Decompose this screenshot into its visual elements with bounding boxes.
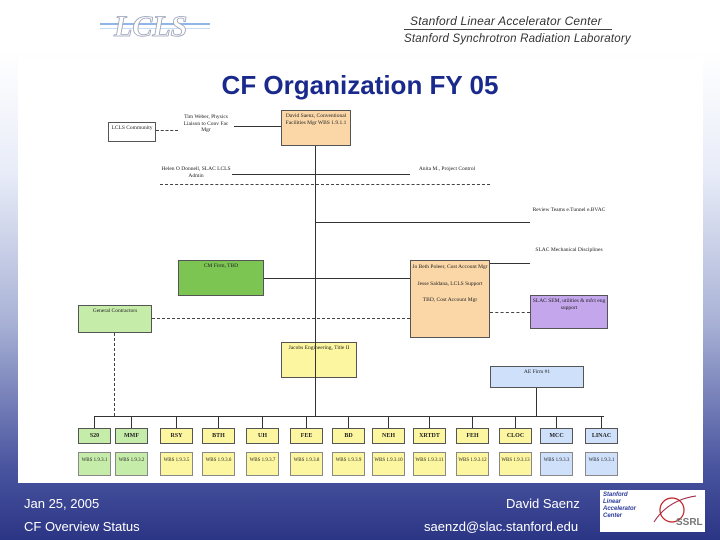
anita-box: Anita M., Project Control xyxy=(418,166,476,172)
logo-line-3: Accelerator xyxy=(603,506,637,512)
contractors-dash xyxy=(152,318,410,319)
column-wbs-bth: WBS 1.9.3.6 xyxy=(202,452,235,476)
column-drop-line xyxy=(556,416,557,428)
column-head-xrtdt: XRTDT xyxy=(413,428,446,444)
column-head-uh: UH xyxy=(246,428,279,444)
column-drop-line xyxy=(472,416,473,428)
tim-weber-box: Tim Weber, Physics Liaison to Conv Fac M… xyxy=(183,114,229,133)
column-wbs-xrtdt: WBS 1.9.3.11 xyxy=(413,452,446,476)
lcls-community-box: LCLS Community xyxy=(108,122,156,142)
svg-text:LCLS: LCLS xyxy=(113,10,187,43)
column-wbs-rsy: WBS 1.9.3.5 xyxy=(160,452,193,476)
cm-line xyxy=(264,278,410,279)
logo-line-4: Center xyxy=(603,513,623,519)
david-saenz-box: David Saenz, Conventional Facilities Mgr… xyxy=(281,110,351,146)
column-wbs-cloc: WBS 1.9.3.13 xyxy=(499,452,532,476)
column-bus-line xyxy=(94,416,604,417)
lcls-logo: LCLS xyxy=(100,10,210,43)
mech-line xyxy=(490,263,530,264)
column-drop-line xyxy=(429,416,430,428)
column-wbs-feh: WBS 1.9.3.12 xyxy=(456,452,489,476)
column-drop-line xyxy=(218,416,219,428)
control-dash xyxy=(160,184,490,185)
footer-presenter: David Saenz xyxy=(506,496,580,511)
column-head-bd: BD xyxy=(332,428,365,444)
column-head-s20: S20 xyxy=(78,428,111,444)
ssrl-label: SSRL xyxy=(676,517,703,528)
column-drop-line xyxy=(601,416,602,428)
column-head-rsy: RSY xyxy=(160,428,193,444)
community-dash xyxy=(156,130,178,131)
jacobs-engineering-box: Jacobs Engineering, Title II xyxy=(281,342,357,378)
lab-name-ssrl: Stanford Synchrotron Radiation Laborator… xyxy=(404,33,631,45)
sem-dash xyxy=(490,312,530,313)
review-teams-box: Review Teams e.Tunnel e.BVAC xyxy=(532,207,606,213)
column-wbs-neh: WBS 1.9.3.10 xyxy=(372,452,405,476)
column-drop-line xyxy=(176,416,177,428)
column-head-mcc: MCC xyxy=(540,428,573,444)
column-head-bth: BTH xyxy=(202,428,235,444)
ae-drop-line xyxy=(536,388,537,416)
column-head-feh: FEH xyxy=(456,428,489,444)
footer-email: saenzd@slac.stanford.edu xyxy=(424,519,579,534)
helen-odonnell-box: Helen O Donnell, SLAC LCLS Admin xyxy=(161,166,231,179)
review-line xyxy=(315,222,530,223)
column-head-neh: NEH xyxy=(372,428,405,444)
weber-line xyxy=(234,126,281,127)
main-trunk-line xyxy=(315,146,316,416)
admin-line xyxy=(232,174,410,175)
column-wbs-s20: WBS 1.9.3.1 xyxy=(78,452,111,476)
column-drop-line xyxy=(388,416,389,428)
column-drop-line xyxy=(131,416,132,428)
jo-beth-label: Jo Beth Poleer, Cost Account Mgr xyxy=(412,264,488,270)
jesse-label: Jesse Saldana, LCLS Support xyxy=(417,280,483,287)
cm-firm-box: CM Firm, TBD xyxy=(178,260,264,296)
tbd-cam-label: TBD, Cost Account Mgr xyxy=(422,297,478,303)
column-head-linac: LINAC xyxy=(585,428,618,444)
column-wbs-uh: WBS 1.9.3.7 xyxy=(246,452,279,476)
footer-date: Jan 25, 2005 xyxy=(24,496,100,511)
logo-line-2: Linear xyxy=(603,499,622,505)
slac-mechanical-box: SLAC Mechanical Disciplines xyxy=(535,247,603,253)
column-wbs-bd: WBS 1.9.3.9 xyxy=(332,452,365,476)
slac-ssrl-logo: Stanford Linear Accelerator Center SSRL xyxy=(600,490,705,532)
column-drop-line xyxy=(94,416,95,428)
ae-firm-box: AE Firm #1 xyxy=(490,366,584,388)
column-drop-line xyxy=(348,416,349,428)
ssrl-ring-icon xyxy=(653,495,697,523)
contractor-drop-dash xyxy=(114,333,115,416)
column-head-fee: FEE xyxy=(290,428,323,444)
column-drop-line xyxy=(262,416,263,428)
footer-subtitle: CF Overview Status xyxy=(24,519,140,534)
cost-account-box: Jo Beth Poleer, Cost Account Mgr Jesse S… xyxy=(410,260,490,338)
logo-line-1: Stanford xyxy=(603,492,628,498)
column-wbs-mmf: WBS 1.9.3.2 xyxy=(115,452,148,476)
page-title: CF Organization FY 05 xyxy=(221,70,499,100)
column-wbs-linac: WBS 1.9.3.1 xyxy=(585,452,618,476)
slide-header: LCLS Stanford Linear Accelerator Center … xyxy=(0,0,720,52)
slac-sem-box: SLAC SEM, utilities & mfct eng support xyxy=(530,295,608,329)
column-head-mmf: MMF xyxy=(115,428,148,444)
column-wbs-mcc: WBS 1.9.3.3 xyxy=(540,452,573,476)
column-drop-line xyxy=(515,416,516,428)
general-contractors-box: General Contractors xyxy=(78,305,152,333)
column-wbs-fee: WBS 1.9.3.8 xyxy=(290,452,323,476)
lab-name-slac: Stanford Linear Accelerator Center xyxy=(410,14,602,28)
column-drop-line xyxy=(306,416,307,428)
header-rule xyxy=(404,29,612,30)
column-head-cloc: CLOC xyxy=(499,428,532,444)
